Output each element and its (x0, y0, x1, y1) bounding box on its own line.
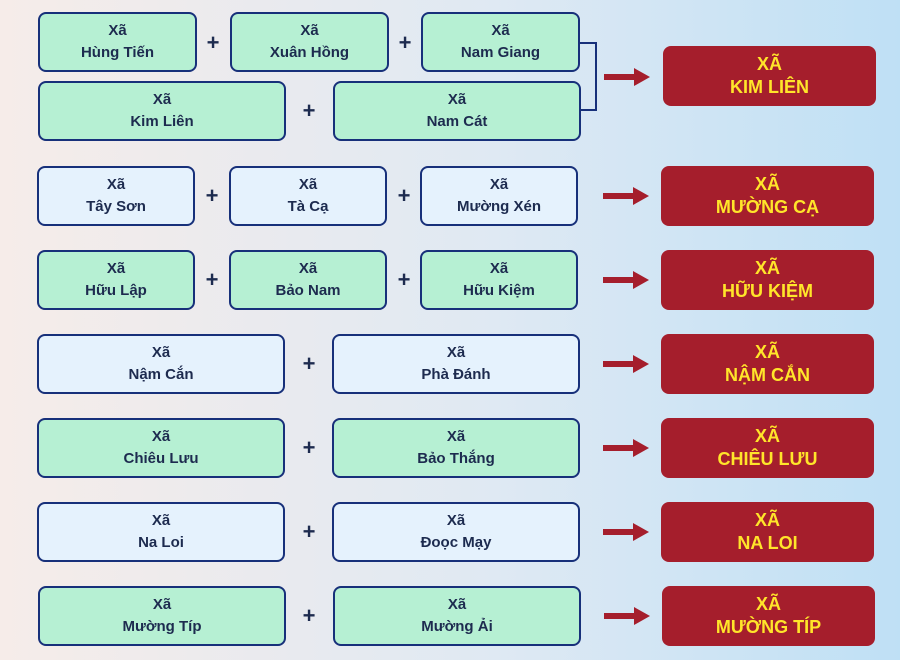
box-prefix: Xã (106, 176, 126, 193)
commune-name: Mường Ải (421, 618, 493, 635)
result-box-muong-tip: XÃ MƯỜNG TÍP (662, 586, 875, 646)
commune-name: Mường Xén (456, 198, 542, 215)
result-name: MƯỜNG CẠ (715, 197, 820, 217)
result-prefix: XÃ (754, 510, 780, 530)
source-box-nam-cat: Xã Nam Cát (333, 81, 581, 141)
source-box-kim-lien: Xã Kim Liên (38, 81, 286, 141)
result-box-na-loi: XÃ NA LOI (661, 502, 874, 562)
result-name: HỮU KIỆM (722, 281, 813, 301)
source-box-bao-thang: Xã Bảo Thắng (332, 418, 580, 478)
box-prefix: Xã (300, 22, 319, 39)
source-box-muong-tip: Xã Mường Típ (38, 586, 286, 646)
box-prefix: Xã (151, 428, 171, 445)
commune-name: Phà Đánh (421, 366, 491, 383)
result-name: NẬM CẮN (725, 365, 810, 385)
box-prefix: Xã (152, 91, 172, 108)
arrow-icon (603, 187, 649, 205)
commune-name: Hữu Lập (85, 282, 147, 299)
box-prefix: Xã (108, 22, 127, 39)
result-name: CHIÊU LƯU (717, 449, 818, 469)
plus-sign: + (302, 351, 316, 376)
box-prefix: Xã (151, 512, 171, 529)
result-prefix: XÃ (755, 594, 781, 614)
result-prefix: XÃ (754, 258, 780, 278)
commune-name: Đoọc Mạy (420, 534, 492, 551)
result-box-chieu-luu: XÃ CHIÊU LƯU (661, 418, 874, 478)
source-box-na-loi: Xã Na Loi (37, 502, 285, 562)
plus-sign: + (302, 98, 316, 123)
arrow-icon (603, 271, 649, 289)
commune-name: Chiêu Lưu (123, 450, 199, 467)
commune-name: Bảo Nam (275, 282, 341, 299)
box-prefix: Xã (447, 91, 467, 108)
source-box-bao-nam: Xã Bảo Nam (229, 250, 387, 310)
result-box-kim-lien: XÃ KIM LIÊN (663, 46, 876, 106)
box-prefix: Xã (152, 596, 172, 613)
source-box-xuan-hong: Xã Xuân Hồng (230, 12, 389, 72)
result-prefix: XÃ (754, 342, 780, 362)
box-prefix: Xã (106, 260, 126, 277)
source-box-nam-can: Xã Nậm Cắn (37, 334, 285, 394)
arrow-icon (604, 607, 650, 625)
commune-name: Tây Sơn (86, 198, 146, 215)
box-prefix: Xã (151, 344, 171, 361)
source-box-huu-kiem: Xã Hữu Kiệm (420, 250, 578, 310)
arrow-icon (604, 68, 650, 86)
commune-name: Na Loi (138, 534, 184, 551)
source-box-hung-tien: Xã Hùng Tiến (38, 12, 197, 72)
result-prefix: XÃ (756, 54, 782, 74)
commune-name: Kim Liên (130, 113, 194, 130)
source-box-muong-ai: Xã Mường Ải (333, 586, 581, 646)
result-prefix: XÃ (754, 174, 780, 194)
plus-sign: + (398, 30, 412, 55)
box-prefix: Xã (298, 260, 318, 277)
result-box-huu-kiem: XÃ HỮU KIỆM (661, 250, 874, 310)
source-box-tay-son: Xã Tây Sơn (37, 166, 195, 226)
commune-name: Tà Cạ (287, 198, 329, 215)
source-box-huu-lap: Xã Hữu Lập (37, 250, 195, 310)
plus-sign: + (302, 603, 316, 628)
commune-name: Nam Giang (460, 44, 541, 61)
plus-sign: + (397, 183, 411, 208)
source-box-pha-danh: Xã Phà Đánh (332, 334, 580, 394)
commune-name: Mường Típ (122, 618, 202, 635)
source-box-dooc-may: Xã Đoọc Mạy (332, 502, 580, 562)
arrow-icon (603, 523, 649, 541)
plus-sign: + (205, 267, 219, 292)
box-prefix: Xã (446, 428, 466, 445)
source-box-nam-giang: Xã Nam Giang (421, 12, 580, 72)
commune-name: Bảo Thắng (417, 450, 495, 467)
result-name: KIM LIÊN (730, 77, 809, 97)
plus-sign: + (205, 183, 219, 208)
commune-name: Hùng Tiến (80, 44, 155, 61)
result-name: NA LOI (737, 533, 798, 553)
source-box-chieu-luu: Xã Chiêu Lưu (37, 418, 285, 478)
commune-name: Xuân Hồng (269, 44, 350, 61)
box-prefix: Xã (447, 596, 467, 613)
result-box-muong-ca: XÃ MƯỜNG CẠ (661, 166, 874, 226)
box-prefix: Xã (298, 176, 318, 193)
commune-name: Hữu Kiệm (463, 282, 535, 299)
box-prefix: Xã (446, 344, 466, 361)
box-prefix: Xã (489, 176, 509, 193)
arrow-icon (603, 355, 649, 373)
box-prefix: Xã (491, 22, 510, 39)
plus-sign: + (397, 267, 411, 292)
box-prefix: Xã (489, 260, 509, 277)
commune-name: Nậm Cắn (128, 366, 194, 383)
arrow-icon (603, 439, 649, 457)
commune-name: Nam Cát (426, 113, 488, 130)
source-box-ta-ca: Xã Tà Cạ (229, 166, 387, 226)
result-name: MƯỜNG TÍP (715, 617, 822, 637)
result-box-nam-can: XÃ NẬM CẮN (661, 334, 874, 394)
plus-sign: + (206, 30, 220, 55)
result-prefix: XÃ (754, 426, 780, 446)
box-prefix: Xã (446, 512, 466, 529)
source-box-muong-xen: Xã Mường Xén (420, 166, 578, 226)
plus-sign: + (302, 519, 316, 544)
plus-sign: + (302, 435, 316, 460)
